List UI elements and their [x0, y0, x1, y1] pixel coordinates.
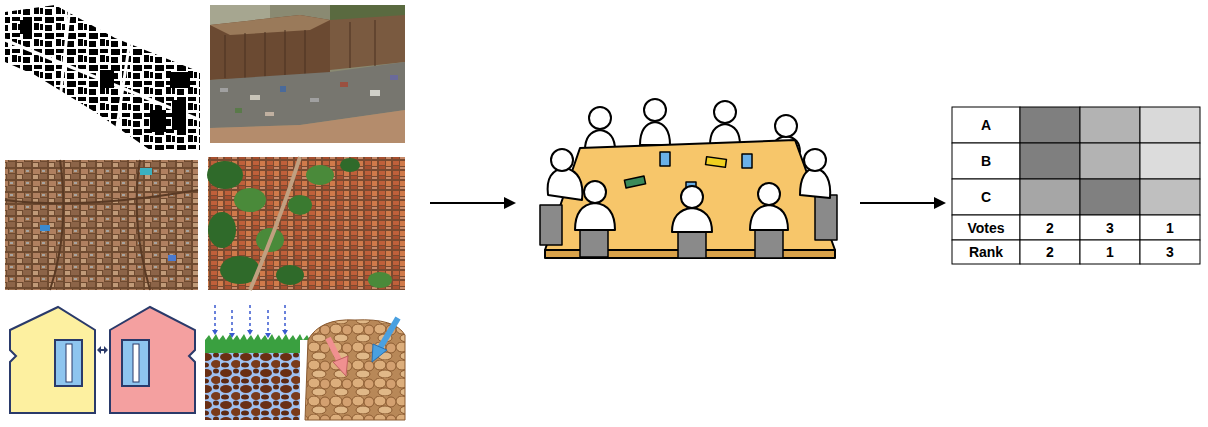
- meeting-illustration: [540, 99, 837, 258]
- flow-arrow: [430, 197, 516, 209]
- table-cell-text: 2: [1020, 240, 1080, 264]
- flow-arrow: [860, 197, 946, 209]
- ranking-table: [952, 107, 1200, 264]
- table-cell-text: 1: [1080, 240, 1140, 264]
- table-cell-text: Rank: [952, 240, 1020, 264]
- table-cell-text: 3: [1140, 240, 1200, 264]
- table-cell-text: Votes: [952, 215, 1020, 240]
- slum-photo: [210, 5, 405, 143]
- table-cell-text: B: [952, 143, 1020, 179]
- table-cell-text: A: [952, 107, 1020, 143]
- figure-ground-map: [5, 5, 200, 150]
- soil-infiltration-diagram: [205, 305, 310, 420]
- table-cell-text: 3: [1080, 215, 1140, 240]
- table-cell-text: 1: [1140, 215, 1200, 240]
- table-cell-text: C: [952, 179, 1020, 215]
- aerial-photo-dense: [5, 160, 198, 290]
- house-adaptation-diagram: [10, 307, 195, 413]
- stone-pile-diagram: [305, 318, 405, 420]
- table-cell-text: 2: [1020, 215, 1080, 240]
- aerial-photo-vegetation: [207, 157, 405, 290]
